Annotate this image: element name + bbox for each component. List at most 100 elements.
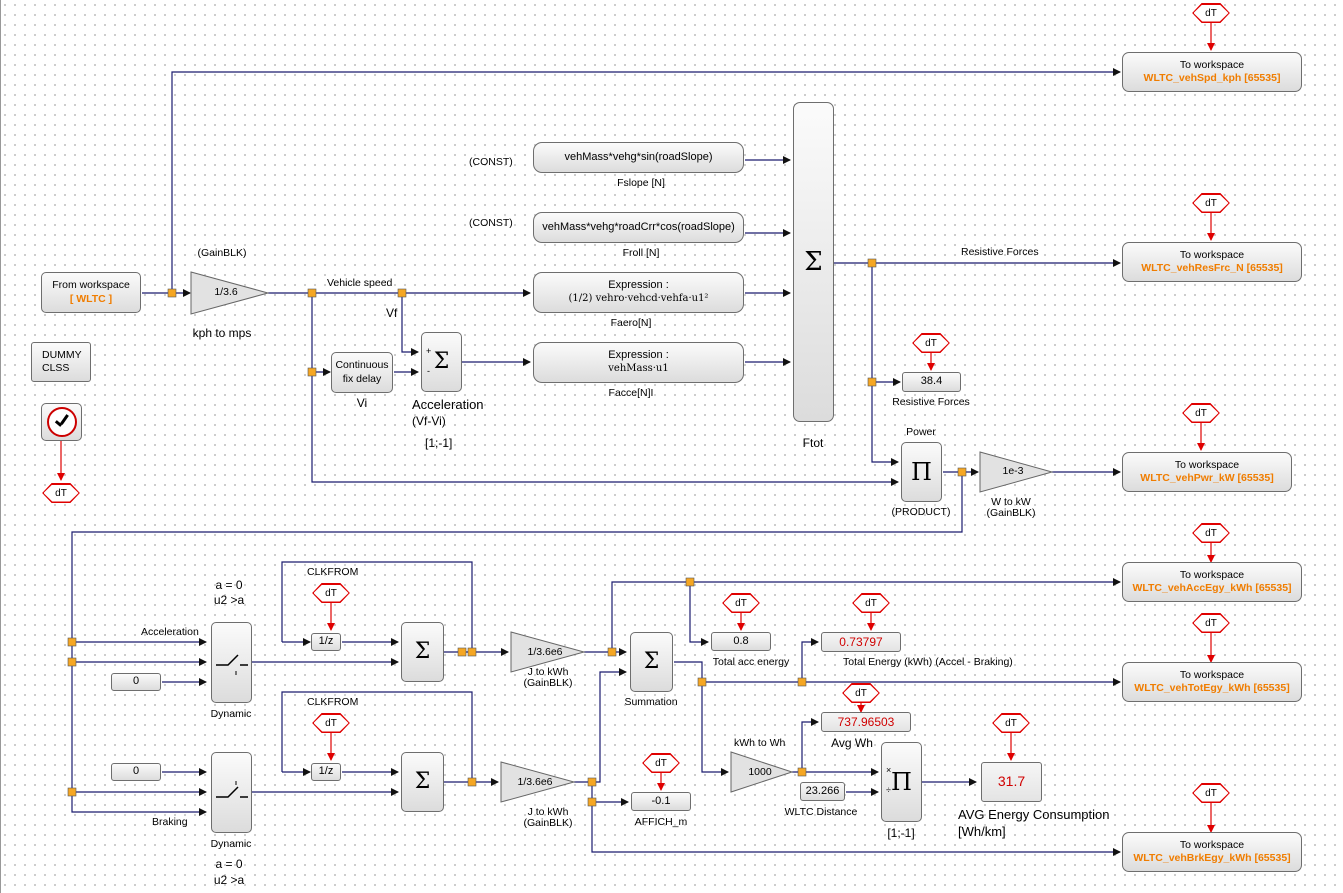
gain-kph-bottom-label: kph to mps xyxy=(192,326,252,340)
unit-delay-2[interactable]: 1/z xyxy=(311,763,341,781)
fslope-label: Fslope [N] xyxy=(617,177,665,189)
gain-w-value: 1e-3 xyxy=(1002,465,1024,477)
product-times-sign: × xyxy=(886,765,892,775)
const-label-2: (CONST) xyxy=(469,217,513,229)
vf-label: Vf xyxy=(386,306,398,320)
summation-label: Summation xyxy=(624,696,678,708)
split-points xyxy=(67,258,967,807)
dt-event-veh-res-frc[interactable]: dT xyxy=(1192,193,1230,213)
switch2-cond-u2: u2 >a xyxy=(213,873,245,887)
avg-energy-label-2: [Wh/km] xyxy=(958,824,1006,839)
dt-event-veh-spd[interactable]: dT xyxy=(1192,3,1230,23)
clock-block[interactable] xyxy=(41,403,82,441)
power-product-block[interactable]: Π xyxy=(901,442,942,502)
dt-event-veh-pwr[interactable]: dT xyxy=(1182,403,1220,423)
w-to-kw-label: W to kW xyxy=(991,496,1031,508)
avg-wh-display: 737.96503 xyxy=(821,712,911,732)
signal-wires xyxy=(71,68,1121,856)
sum-minus-sign: - xyxy=(427,366,430,376)
dt-event-resistive[interactable]: dT xyxy=(912,333,950,353)
kwh-to-wh-label: kWh to Wh xyxy=(734,737,786,749)
acceleration-sum-block[interactable]: Σ xyxy=(421,332,462,392)
gain-kwh-to-wh xyxy=(730,751,794,793)
switch-icon xyxy=(215,780,248,798)
dt-event-clkfrom-1[interactable]: dT xyxy=(312,583,350,603)
ftot-sum-block[interactable]: Σ xyxy=(793,102,834,422)
product-label: (PRODUCT) xyxy=(891,506,951,518)
integrator-sum-brake[interactable]: Σ xyxy=(401,752,444,812)
sum-plus-sign: + xyxy=(426,346,432,356)
gain-j2-value: 1/3.6e6 xyxy=(517,776,553,788)
w-to-kw-gainblk-label: (GainBLK) xyxy=(986,507,1036,519)
facce-expression[interactable]: Expression :vehMass·u1 xyxy=(533,342,744,383)
total-acc-energy-label: Total acc energy xyxy=(712,656,790,668)
avg-energy-display: 31.7 xyxy=(981,762,1042,802)
total-energy-label: Total Energy (kWh) (Accel - Braking) xyxy=(843,656,1013,668)
affich-display: -0.1 xyxy=(631,792,691,811)
fslope-expression[interactable]: vehMass*vehg*sin(roadSlope) xyxy=(533,142,744,173)
switch1-cond-a: a = 0 xyxy=(215,578,243,592)
acceleration-params: [1;-1] xyxy=(425,436,453,450)
vi-label: Vi xyxy=(356,396,368,410)
product-divide-sign: ÷ xyxy=(886,785,891,795)
dt-event-acc-energy[interactable]: dT xyxy=(722,593,760,613)
dt-event-veh-tot-egy[interactable]: dT xyxy=(1192,613,1230,633)
switch2-cond-a: a = 0 xyxy=(215,857,243,871)
acceleration-sub: (Vf-Vi) xyxy=(412,414,446,428)
gain-wh-value: 1000 xyxy=(748,766,772,778)
gain-kph-to-mps xyxy=(190,271,270,315)
dt-event-avg-wh[interactable]: dT xyxy=(842,683,880,703)
dynamic-label-2: Dynamic xyxy=(210,838,252,850)
division-params: [1;-1] xyxy=(887,826,915,840)
switch-dynamic-brake[interactable] xyxy=(211,752,252,833)
avg-wh-label: Avg Wh xyxy=(831,736,873,750)
gainblk-label-2: (GainBLK) xyxy=(523,817,573,829)
braking-wire-label: Braking xyxy=(152,816,188,828)
affich-label: AFFICH_m xyxy=(634,816,688,828)
wltc-distance-label: WLTC Distance xyxy=(784,806,858,818)
j-to-kwh-label-1: J to kWh xyxy=(527,666,569,678)
froll-expression[interactable]: vehMass*vehg*roadCrr*cos(roadSlope) xyxy=(533,212,744,243)
clkfrom-label-2: CLKFROM xyxy=(307,696,359,708)
acceleration-wire-label: Acceleration xyxy=(141,626,199,638)
faero-expression[interactable]: Expression :(1/2) vehro·vehcd·vehfa·u1² xyxy=(533,272,744,313)
vehicle-speed-label: Vehicle speed xyxy=(327,277,393,289)
dt-event-clkfrom-2[interactable]: dT xyxy=(312,713,350,733)
constant-zero-1[interactable]: 0 xyxy=(111,673,161,691)
ftot-label: Ftot xyxy=(802,436,824,450)
dt-event-veh-brk-egy[interactable]: dT xyxy=(1192,783,1230,803)
division-product-block[interactable]: Π xyxy=(881,742,922,822)
dt-event-affich[interactable]: dT xyxy=(642,753,680,773)
gain-kph-value: 1/3.6 xyxy=(214,286,238,298)
switch-dynamic-accel[interactable] xyxy=(211,622,252,703)
total-energy-display: 0.73797 xyxy=(821,632,901,652)
resistive-forces-display: 38.4 xyxy=(902,372,961,392)
from-workspace-block[interactable]: From workspace[ WLTC ] xyxy=(41,272,141,313)
facce-label: Facce[N]I xyxy=(608,387,654,399)
unit-delay-1[interactable]: 1/z xyxy=(311,633,341,651)
constant-zero-2[interactable]: 0 xyxy=(111,763,161,781)
dt-event-veh-acc-egy[interactable]: dT xyxy=(1192,523,1230,543)
dt-event-total-energy[interactable]: dT xyxy=(852,593,890,613)
clock-wires xyxy=(57,22,1215,833)
j-to-kwh-label-2: J to kWh xyxy=(527,806,569,818)
resistive-forces-wire-label: Resistive Forces xyxy=(961,246,1039,258)
integrator-sum-accel[interactable]: Σ xyxy=(401,622,444,682)
gain-j-to-kwh-2 xyxy=(500,761,576,803)
gain-kph-top-label: (GainBLK) xyxy=(197,247,247,259)
dt-event-avg-energy[interactable]: dT xyxy=(992,713,1030,733)
gainblk-label-1: (GainBLK) xyxy=(523,677,573,689)
summation-block[interactable]: Σ xyxy=(630,632,673,692)
resistive-forces-display-label: Resistive Forces xyxy=(892,396,970,408)
clock-dt-output[interactable]: dT xyxy=(42,483,80,503)
acceleration-title: Acceleration xyxy=(412,397,484,412)
